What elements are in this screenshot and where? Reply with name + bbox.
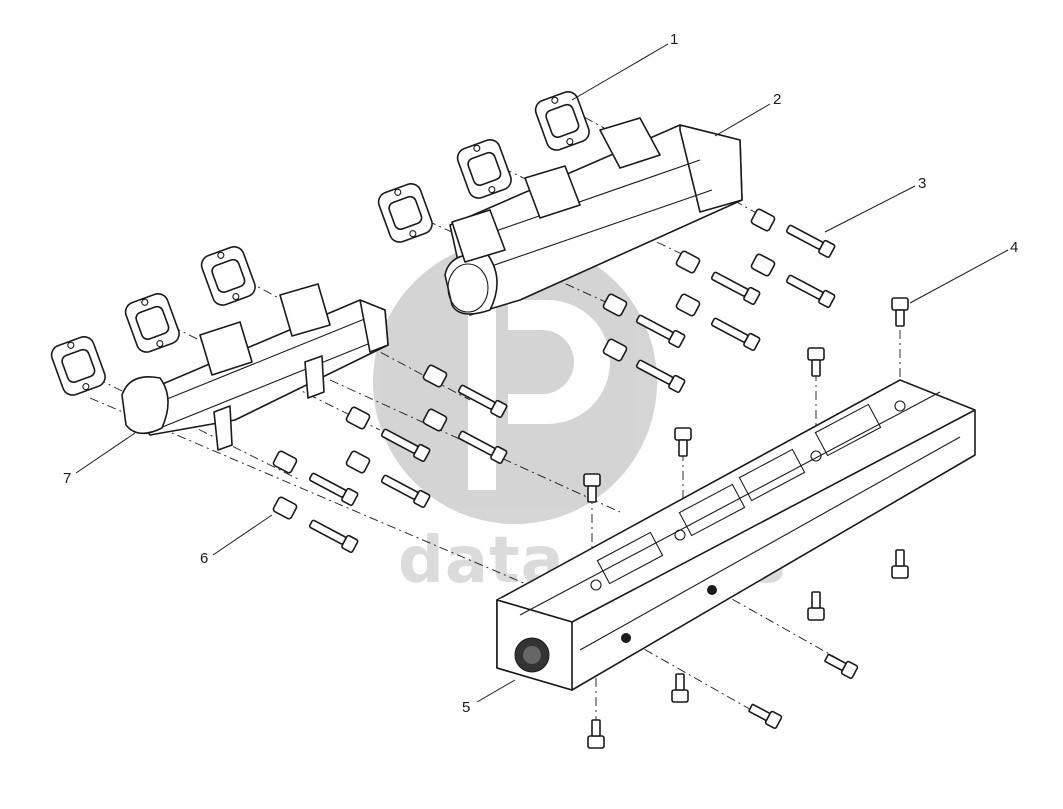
- heat-shield-bolts: [583, 297, 909, 749]
- callout-4: 4: [1010, 239, 1018, 256]
- gasket: [200, 246, 256, 306]
- gasket: [377, 183, 433, 243]
- spacer-sleeves: [272, 208, 776, 520]
- callout-5: 5: [462, 699, 470, 716]
- callout-2: 2: [773, 91, 781, 108]
- gasket-set: [50, 91, 590, 396]
- gasket: [124, 293, 180, 353]
- exhaust-manifold-front: [121, 283, 389, 451]
- callout-6: 6: [200, 550, 208, 567]
- gasket: [456, 139, 512, 199]
- gasket: [534, 91, 590, 151]
- manifold-bolts: [308, 224, 836, 554]
- callout-labels: 1 2 3 4 5 6 7: [63, 31, 1018, 716]
- exhaust-manifold-rear: [444, 117, 743, 316]
- callout-7: 7: [63, 470, 71, 487]
- leader-lines: [75, 43, 1009, 703]
- gasket: [50, 336, 106, 396]
- callout-1: 1: [670, 31, 678, 48]
- callout-3: 3: [918, 175, 926, 192]
- heat-shield: [496, 379, 976, 691]
